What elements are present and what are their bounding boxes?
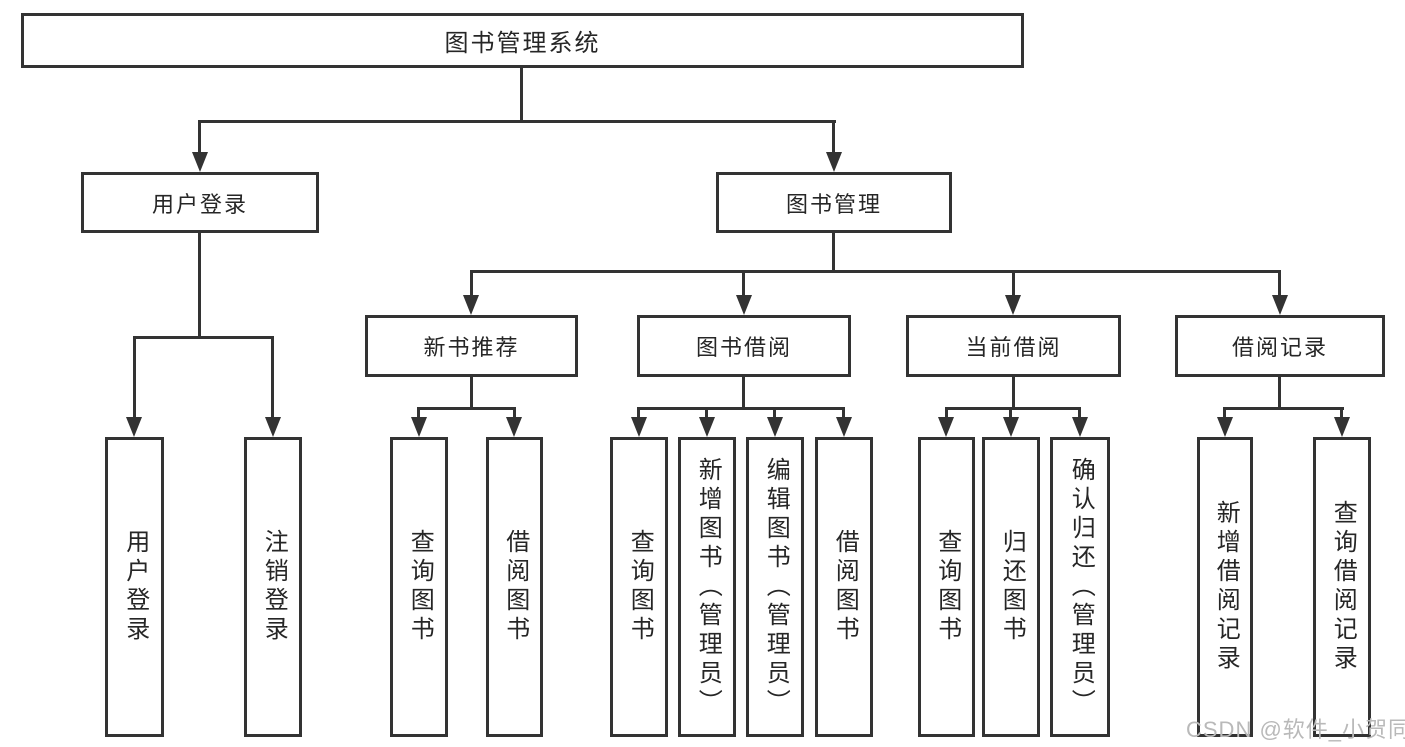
- node-label: 借阅记录: [1231, 335, 1328, 360]
- node-label: 查询图书: [933, 529, 961, 645]
- arrowhead-down-icon: [938, 417, 954, 437]
- connector-line: [637, 407, 640, 421]
- node-current-borrowing: 当前借阅: [906, 315, 1121, 377]
- connector-line: [1223, 407, 1344, 410]
- connector-line: [773, 407, 776, 421]
- node-label: 归还图书: [998, 529, 1026, 645]
- leaf-query-books: 查询图书: [610, 437, 668, 737]
- arrowhead-down-icon: [826, 152, 842, 172]
- leaf-borrow-books: 借阅图书: [815, 437, 873, 737]
- connector-line: [1278, 270, 1281, 298]
- connector-line: [417, 407, 516, 410]
- connector-line: [842, 407, 845, 421]
- leaf-borrow-books: 借阅图书: [486, 437, 543, 737]
- node-label: 查询图书: [406, 529, 434, 645]
- connector-line: [1078, 407, 1081, 421]
- connector-line: [1012, 377, 1015, 410]
- leaf-add-book-admin: 新增图书（管理员）: [678, 437, 736, 737]
- arrowhead-down-icon: [265, 417, 281, 437]
- node-label: 用户登录: [151, 191, 248, 217]
- node-label: 用户登录: [121, 529, 149, 645]
- connector-line: [1009, 407, 1012, 421]
- connector-line: [832, 120, 835, 156]
- connector-line: [513, 407, 516, 421]
- connector-line: [742, 270, 745, 298]
- leaf-return-books: 归还图书: [982, 437, 1040, 737]
- connector-line: [705, 407, 708, 421]
- leaf-query-books: 查询图书: [918, 437, 975, 737]
- node-label: 新书推荐: [423, 335, 520, 360]
- connector-line: [1278, 377, 1281, 410]
- connector-line: [832, 233, 835, 273]
- leaf-logout: 注销登录: [244, 437, 302, 737]
- leaf-query-books: 查询图书: [390, 437, 448, 737]
- arrowhead-down-icon: [1003, 417, 1019, 437]
- node-label: 查询图书: [626, 529, 654, 645]
- node-label: 新增图书（管理员）: [694, 456, 722, 718]
- connector-line: [520, 68, 523, 123]
- arrowhead-down-icon: [1217, 417, 1233, 437]
- node-label: 确认归还（管理员）: [1067, 456, 1095, 718]
- node-user-login: 用户登录: [81, 172, 319, 233]
- connector-line: [198, 233, 201, 339]
- arrowhead-down-icon: [463, 295, 479, 315]
- arrowhead-down-icon: [1072, 417, 1088, 437]
- connector-line: [470, 270, 1281, 273]
- node-label: 借阅图书: [501, 529, 529, 645]
- arrowhead-down-icon: [1005, 295, 1021, 315]
- connector-line: [417, 407, 420, 421]
- arrowhead-down-icon: [736, 295, 752, 315]
- csdn-watermark: CSDN @软件_小贺同学: [1186, 717, 1405, 742]
- node-book-management-system: 图书管理系统: [21, 13, 1024, 68]
- connector-line: [198, 120, 836, 123]
- node-label: 图书管理: [785, 191, 882, 217]
- leaf-add-borrow-record: 新增借阅记录: [1197, 437, 1253, 737]
- node-label: 当前借阅: [965, 335, 1062, 360]
- node-new-book-recommend: 新书推荐: [365, 315, 578, 377]
- leaf-edit-book-admin: 编辑图书（管理员）: [746, 437, 804, 737]
- arrowhead-down-icon: [126, 417, 142, 437]
- arrowhead-down-icon: [1272, 295, 1288, 315]
- arrowhead-down-icon: [767, 417, 783, 437]
- arrowhead-down-icon: [411, 417, 427, 437]
- connector-line: [198, 120, 201, 156]
- node-book-borrowing: 图书借阅: [637, 315, 851, 377]
- leaf-confirm-return-admin: 确认归还（管理员）: [1050, 437, 1110, 737]
- node-borrow-records: 借阅记录: [1175, 315, 1385, 377]
- node-label: 编辑图书（管理员）: [762, 456, 790, 718]
- connector-line: [945, 407, 948, 421]
- arrowhead-down-icon: [699, 417, 715, 437]
- arrowhead-down-icon: [1334, 417, 1350, 437]
- arrowhead-down-icon: [192, 152, 208, 172]
- node-book-management: 图书管理: [716, 172, 952, 233]
- connector-line: [133, 336, 274, 339]
- connector-line: [470, 377, 473, 410]
- connector-line: [1223, 407, 1226, 421]
- arrowhead-down-icon: [836, 417, 852, 437]
- arrowhead-down-icon: [506, 417, 522, 437]
- connector-line: [470, 270, 473, 298]
- node-label: 查询借阅记录: [1329, 500, 1357, 674]
- leaf-user-login: 用户登录: [105, 437, 164, 737]
- connector-line: [742, 377, 745, 410]
- node-label: 注销登录: [260, 529, 288, 645]
- connector-line: [1340, 407, 1343, 421]
- node-label: 图书借阅: [695, 335, 792, 360]
- connector-line: [133, 336, 136, 421]
- connector-line: [271, 336, 274, 421]
- connector-line: [1012, 270, 1015, 298]
- connector-line: [945, 407, 1081, 410]
- node-label: 新增借阅记录: [1212, 500, 1240, 674]
- node-label: 图书管理系统: [444, 30, 601, 57]
- connector-line: [637, 407, 845, 410]
- leaf-query-borrow-record: 查询借阅记录: [1313, 437, 1371, 737]
- arrowhead-down-icon: [631, 417, 647, 437]
- node-label: 借阅图书: [831, 529, 859, 645]
